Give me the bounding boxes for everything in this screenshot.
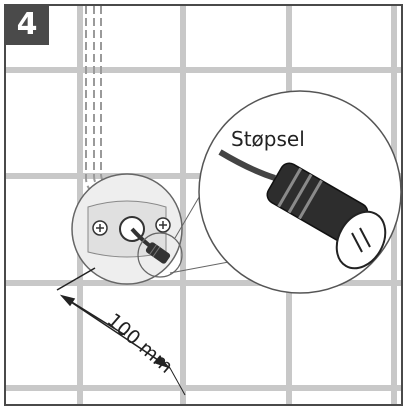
cable: [130, 227, 152, 248]
zoom-marker: [137, 232, 183, 278]
callout-label: Støpsel: [231, 127, 305, 151]
screw-icon: [155, 217, 171, 233]
dimension-line: [56, 267, 186, 396]
screw-icon: [92, 220, 108, 236]
plug-icon: [145, 242, 171, 264]
magnified-plug: [218, 149, 387, 270]
step-number-badge: 4: [5, 5, 49, 45]
cable: [218, 149, 276, 181]
mounting-plate: [87, 200, 171, 264]
